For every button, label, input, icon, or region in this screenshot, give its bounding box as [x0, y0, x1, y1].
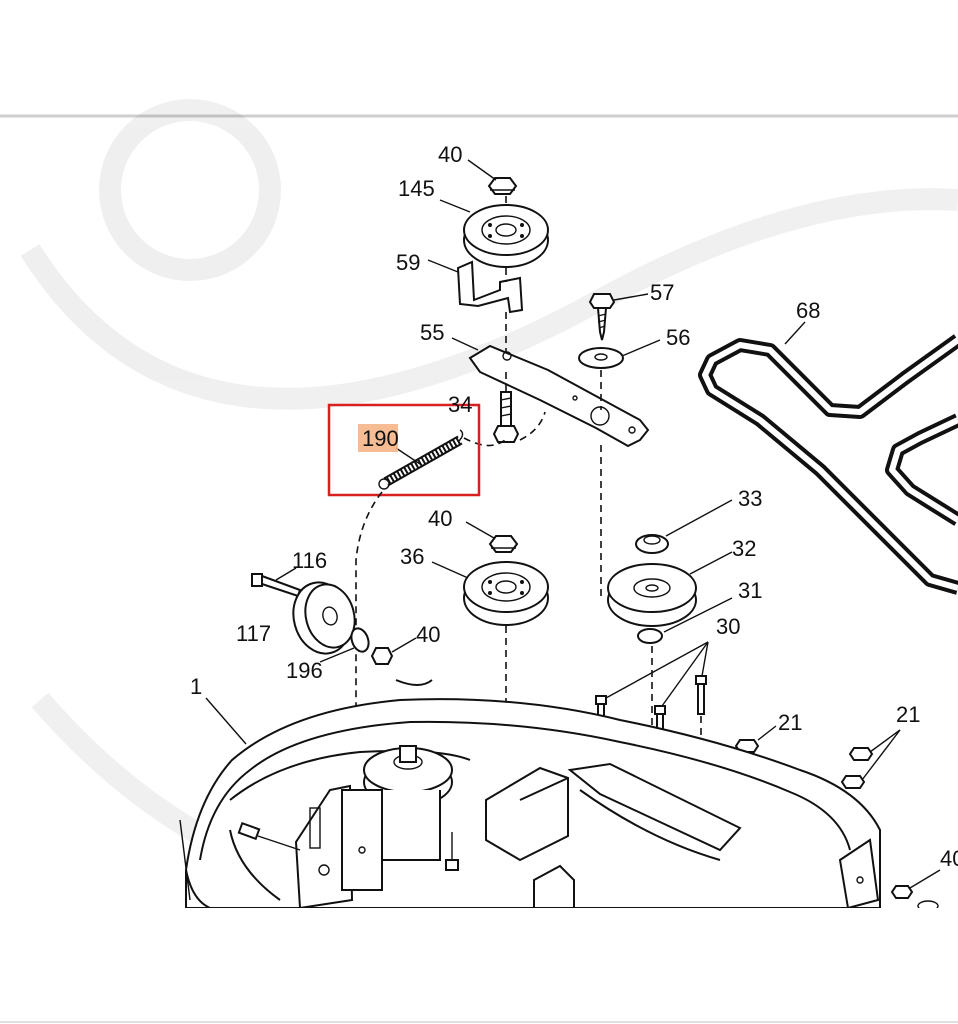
part-55-idler-arm[interactable]	[468, 344, 650, 448]
label-34: 34	[448, 392, 472, 417]
part-116-bolt[interactable]	[251, 573, 302, 598]
part-21-nut-a[interactable]	[734, 739, 760, 753]
label-32: 32	[732, 536, 756, 561]
label-1: 1	[190, 674, 202, 699]
label-40-top: 40	[438, 142, 462, 167]
label-117: 117	[236, 621, 271, 646]
label-56: 56	[666, 325, 690, 350]
part-190-spring[interactable]	[378, 429, 464, 490]
label-40-right: 40	[940, 846, 958, 871]
label-68: 68	[796, 298, 820, 323]
part-1-mower-deck[interactable]	[179, 679, 881, 910]
label-196: 196	[286, 658, 323, 683]
part-33-nut[interactable]	[635, 534, 669, 554]
label-36: 36	[400, 544, 424, 569]
part-34-bolt[interactable]	[492, 391, 520, 443]
part-56-washer[interactable]	[578, 347, 624, 369]
part-31-washer[interactable]	[637, 628, 663, 644]
label-55: 55	[420, 320, 444, 345]
label-59: 59	[396, 250, 420, 275]
part-40-middle-nut[interactable]	[488, 535, 519, 553]
part-59-bracket[interactable]	[456, 260, 524, 314]
part-32-pulley[interactable]	[607, 563, 697, 627]
label-33: 33	[738, 486, 762, 511]
label-190: 190	[362, 426, 399, 451]
label-21-a: 21	[778, 710, 802, 735]
label-145: 145	[398, 176, 435, 201]
part-117-gauge-wheel[interactable]	[286, 576, 362, 660]
part-40-top-nut[interactable]	[487, 177, 518, 195]
part-36-idler-pulley[interactable]	[463, 561, 549, 626]
label-116: 116	[292, 548, 327, 573]
part-145-idler-pulley[interactable]	[463, 204, 549, 268]
label-31: 31	[738, 578, 762, 603]
part-21-nut-b[interactable]	[840, 747, 874, 789]
part-57-bolt[interactable]	[588, 293, 616, 341]
label-40-middle: 40	[428, 506, 452, 531]
part-40-right-nut[interactable]	[890, 885, 939, 912]
label-40-wheel: 40	[416, 622, 440, 647]
part-40-wheel-nut[interactable]	[370, 647, 394, 665]
part-68-belt[interactable]	[698, 334, 958, 595]
label-57: 57	[650, 280, 674, 305]
label-30: 30	[716, 614, 740, 639]
highlight-label-bg-190	[358, 424, 398, 452]
part-196-washer[interactable]	[348, 626, 371, 654]
highlight-box-190	[327, 403, 481, 497]
label-21-b: 21	[896, 702, 920, 727]
